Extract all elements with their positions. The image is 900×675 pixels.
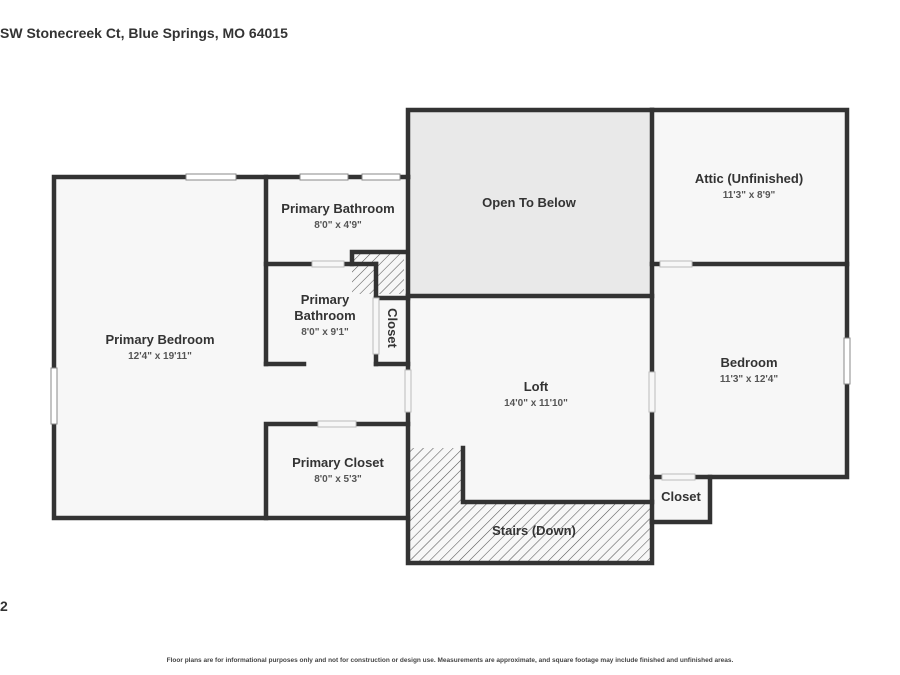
wall-center-outer xyxy=(405,107,655,180)
door-loft-left xyxy=(404,369,412,413)
dims-primary-bedroom: 12'4" x 19'11" xyxy=(128,351,192,362)
window-bedroom-left xyxy=(50,367,58,425)
floor-fills xyxy=(54,110,847,563)
dims-primary-bathroom-top: 8'0" x 4'9" xyxy=(314,220,362,231)
dims-loft: 14'0" x 11'10" xyxy=(504,398,568,409)
stairs-hatch xyxy=(410,448,650,561)
label-primary-bathroom-mid-1: Primary xyxy=(301,292,350,307)
door-openings xyxy=(311,260,696,481)
floor-open-to-below xyxy=(410,112,650,296)
label-bedroom: Bedroom xyxy=(720,355,777,370)
label-loft: Loft xyxy=(524,379,549,394)
wall-center-left-bottom xyxy=(405,409,655,566)
windows xyxy=(50,173,851,425)
door-attic xyxy=(659,260,693,268)
wall-stairs xyxy=(460,445,655,505)
floor-number: 2 xyxy=(0,598,8,614)
hatched-areas xyxy=(352,254,650,561)
window-bedroom-top xyxy=(185,173,237,181)
dims-primary-closet: 8'0" x 5'3" xyxy=(314,474,362,485)
door-bath-mid xyxy=(311,260,345,268)
floor-right-wing xyxy=(652,110,847,477)
label-closet-small: Closet xyxy=(661,489,701,504)
label-open-to-below: Open To Below xyxy=(482,195,577,210)
wall-chase xyxy=(349,249,407,267)
disclaimer-text: Floor plans are for informational purpos… xyxy=(166,657,734,664)
label-closet-vertical: Closet xyxy=(385,308,400,348)
label-attic: Attic (Unfinished) xyxy=(695,171,803,186)
door-primary-closet xyxy=(317,420,357,428)
label-primary-bedroom: Primary Bedroom xyxy=(105,332,214,347)
door-loft-right xyxy=(648,371,656,413)
wall-right-outer xyxy=(649,107,850,525)
wall-primary-closet xyxy=(263,421,321,521)
room-labels: Primary Bedroom 12'4" x 19'11" Primary B… xyxy=(105,171,803,538)
label-primary-bathroom-mid-2: Bathroom xyxy=(294,308,355,323)
door-closet-small xyxy=(661,473,696,481)
label-primary-closet: Primary Closet xyxy=(292,455,384,470)
window-bedroom-right xyxy=(843,337,851,385)
dims-attic: 11'3" x 8'9" xyxy=(723,190,776,201)
floor-closet-small xyxy=(652,477,710,522)
window-bath-top-b xyxy=(361,173,401,181)
label-stairs: Stairs (Down) xyxy=(492,523,576,538)
label-primary-bathroom-top: Primary Bathroom xyxy=(281,201,394,216)
dims-primary-bathroom-mid: 8'0" x 9'1" xyxy=(301,327,349,338)
property-address: SW Stonecreek Ct, Blue Springs, MO 64015 xyxy=(0,25,288,41)
door-closet-v xyxy=(372,297,380,355)
dims-bedroom: 11'3" x 12'4" xyxy=(720,374,778,385)
window-bath-top-a xyxy=(299,173,349,181)
